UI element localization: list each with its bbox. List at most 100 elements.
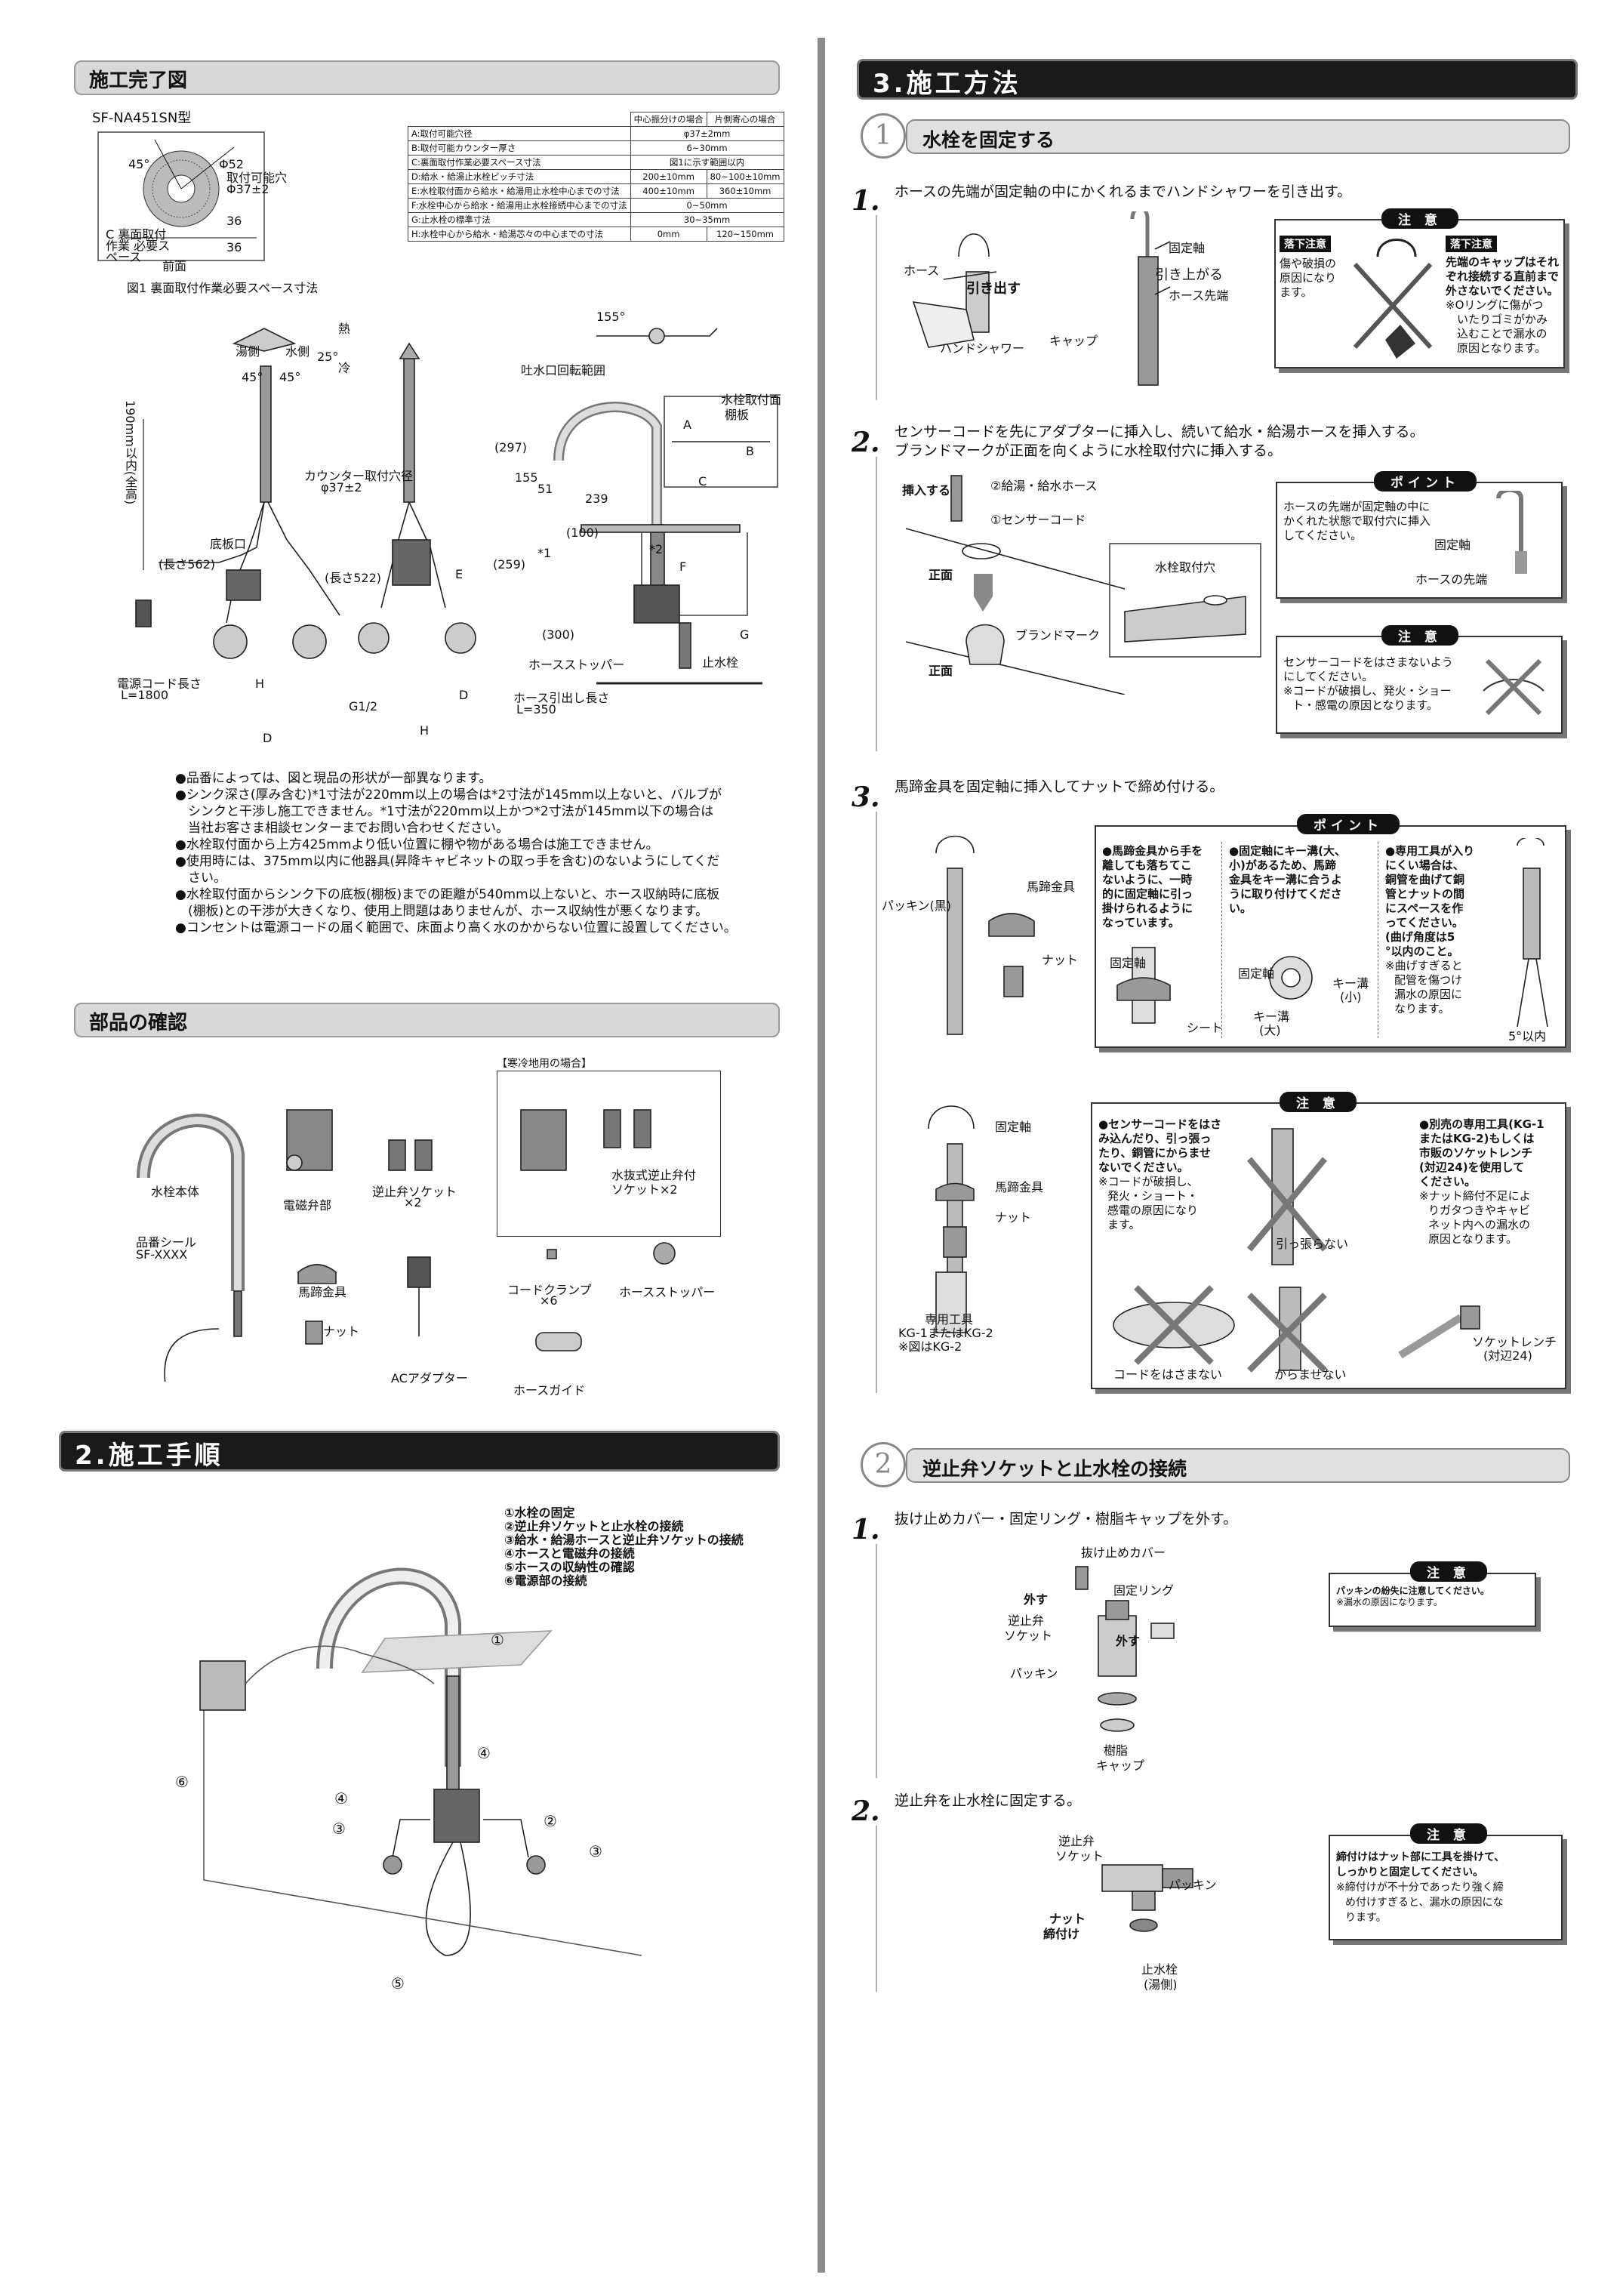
label-b: B: [746, 444, 754, 458]
label-angle155: 155°: [596, 310, 626, 324]
fig1-label-front: 前面: [162, 259, 187, 273]
spec-row-label: B:取付可能カウンター厚さ: [408, 140, 631, 156]
label-300: (300): [542, 627, 575, 642]
label-handshower: ハンドシャワー: [940, 341, 1025, 356]
section-header-completion: 施工完了図: [74, 60, 780, 95]
note-line: ●品番によっては、図と現品の形状が一部異なります。: [175, 771, 492, 786]
step-1-2-text2: ブランドマークが正面を向くように水栓取付穴に挿入する。: [895, 442, 1283, 459]
point-col2: ●固定軸にキー溝(大、 小)があるため、馬蹄 金具をキー溝に合うよ うに取り付け…: [1229, 844, 1346, 916]
spec-cell: 360±10mm: [706, 183, 784, 199]
step-2-1-text: 抜け止めカバー・固定リング・樹脂キャップを外す。: [895, 1511, 1238, 1527]
caution-line: ●別売の専用工具(KG-1: [1419, 1117, 1544, 1131]
cold-region-label: 【寒冷地用の場合】: [497, 1058, 592, 1070]
label-socket2: ソケット: [1004, 1629, 1053, 1643]
part-socket: 逆止弁ソケット: [372, 1185, 457, 1199]
section-header-parts: 部品の確認: [74, 1003, 780, 1037]
label-rise: 引き上がる: [1155, 267, 1223, 283]
part-seal-code: SF-XXXX: [136, 1247, 188, 1262]
label-297: (297): [494, 440, 528, 455]
caution-line: め付けすぎると、漏水の原因にな: [1345, 1897, 1504, 1909]
caution-line: 原因となります。: [1428, 1232, 1518, 1246]
spec-cell: 400±10mm: [630, 183, 707, 199]
point-line: 掛けられるように: [1102, 901, 1193, 915]
caution-title: 注 意: [1381, 625, 1458, 646]
label-front1: 正面: [929, 568, 953, 582]
part-body: 水栓本体: [151, 1185, 200, 1199]
label-axis: 固定軸: [1169, 241, 1206, 255]
point-line: 的に固定軸に引っ: [1102, 887, 1193, 901]
step-2-1-drawing: [1075, 1566, 1175, 1732]
fig1-label-36a: 36: [226, 214, 242, 228]
parts-drawing: [137, 1109, 676, 1382]
caution-line: 原因となります。: [1457, 341, 1547, 355]
caution-line: ます。: [1107, 1218, 1141, 1231]
installation-drawing: [135, 328, 778, 685]
point-line: ●専用工具が入り: [1385, 844, 1475, 858]
caution-line: またはKG-2)もしくは: [1419, 1132, 1535, 1145]
section1-title: 水栓を固定する: [906, 119, 1570, 154]
spec-cell: 図1に示す範囲以内: [630, 155, 784, 170]
step-2-2-number: 2.: [852, 1795, 880, 1827]
caution-wrench2: (対辺24): [1483, 1348, 1532, 1363]
label-socket: 逆止弁: [1008, 1613, 1045, 1628]
point-line: 配管を傷つけ: [1394, 973, 1463, 987]
label-yu: 湯側: [236, 344, 260, 359]
part-socket-qty: ×2: [404, 1195, 422, 1210]
part-drain-socket: 水抜式逆止弁付: [611, 1168, 697, 1182]
caution-line: み込んだり、引っ張っ: [1098, 1132, 1212, 1145]
caution-line: にしてください。: [1283, 670, 1374, 683]
procedure-steps: ①水栓の固定 ②逆止弁ソケットと止水栓の接続 ③給水・給湯ホースと逆止弁ソケット…: [504, 1506, 744, 1588]
fig1-label-phi37: Φ37±2: [226, 182, 269, 196]
label-51: 51: [537, 482, 553, 496]
section-header-method: 3.施工方法: [857, 59, 1578, 100]
label-mizu: 水側: [285, 344, 310, 359]
caution-title: 注 意: [1381, 208, 1458, 229]
label-155: 155: [515, 470, 538, 485]
note-line: ●シンク深さ(厚み含む)*1寸法が220mm以上の場合は*2寸法が145mm以上…: [175, 787, 722, 803]
label-len522: (長さ522): [325, 571, 382, 585]
label-front2: 正面: [929, 664, 953, 678]
caution-line: ※締付けが不十分であったり強く締: [1336, 1881, 1504, 1894]
spec-col-header: 片側寄心の場合: [706, 112, 784, 127]
caution-line: 外さないでください。: [1446, 284, 1559, 297]
point-box-1-3: [1095, 825, 1566, 1048]
point-line: ホースの先端が固定軸の中に: [1283, 500, 1431, 513]
caution-line: ください。: [1419, 1175, 1477, 1188]
tool-label-tool3: ※図はKG-2: [898, 1339, 962, 1354]
label-packing-2: パッキン: [1169, 1878, 1217, 1892]
spec-row-label: C:裏面取付作業必要スペース寸法: [408, 155, 631, 170]
label-range: 吐水口回転範囲: [521, 363, 606, 378]
label-cap: 樹脂: [1104, 1743, 1129, 1758]
point-title: ポイント: [1297, 814, 1400, 834]
label-angle45a: 45°: [242, 370, 263, 384]
caution-title: 注 意: [1410, 1823, 1487, 1844]
point-line: 管とナットの間: [1385, 887, 1465, 901]
step-1-1-drawing: [912, 211, 1171, 386]
spec-row-label: G:止水栓の標準寸法: [408, 212, 631, 227]
step-line: [876, 457, 877, 751]
procedure-step: ⑥電源部の接続: [504, 1573, 587, 1588]
label-cap: キャップ: [1049, 334, 1098, 348]
label-239: 239: [585, 492, 608, 506]
marker-1: ①: [491, 1631, 504, 1649]
point-title: ポイント: [1374, 471, 1477, 492]
point-line: (曲げ角度は5: [1385, 930, 1455, 944]
marker-3b: ③: [589, 1842, 602, 1860]
point-col3: ●専用工具が入り にくい場合は、 銅管を曲げて銅 管とナットの間 にスペースを作…: [1385, 844, 1474, 1016]
divider: [1378, 842, 1379, 1038]
step-line: [876, 1826, 877, 1992]
point-line: にくい場合は、: [1385, 858, 1464, 872]
marker-5: ⑤: [391, 1974, 405, 1992]
caution-no-tangle: からませない: [1274, 1367, 1347, 1382]
label-tighten: 締付け: [1043, 1927, 1080, 1941]
point-line: うに取り付けてくださ: [1229, 887, 1342, 901]
caution-cross-illustration: [1483, 658, 1544, 716]
spec-row-label: A:取付可能穴径: [408, 126, 631, 141]
caution-line: ないでください。: [1098, 1160, 1189, 1174]
caution-col1: ●センサーコードをはさ み込んだり、引っ張っ たり、銅管にからませ ないでくださ…: [1098, 1117, 1221, 1232]
caution-line: 込むことで漏水の: [1457, 327, 1548, 341]
caution-no-pull: 引っ張らない: [1276, 1237, 1349, 1251]
point-col1: ●馬蹄金具から手を 離しても落ちてこ ないように、一時 的に固定軸に引っ 掛けら…: [1102, 844, 1203, 930]
label-len562: (長さ562): [159, 557, 216, 572]
label-insert: 挿入する: [902, 483, 951, 498]
